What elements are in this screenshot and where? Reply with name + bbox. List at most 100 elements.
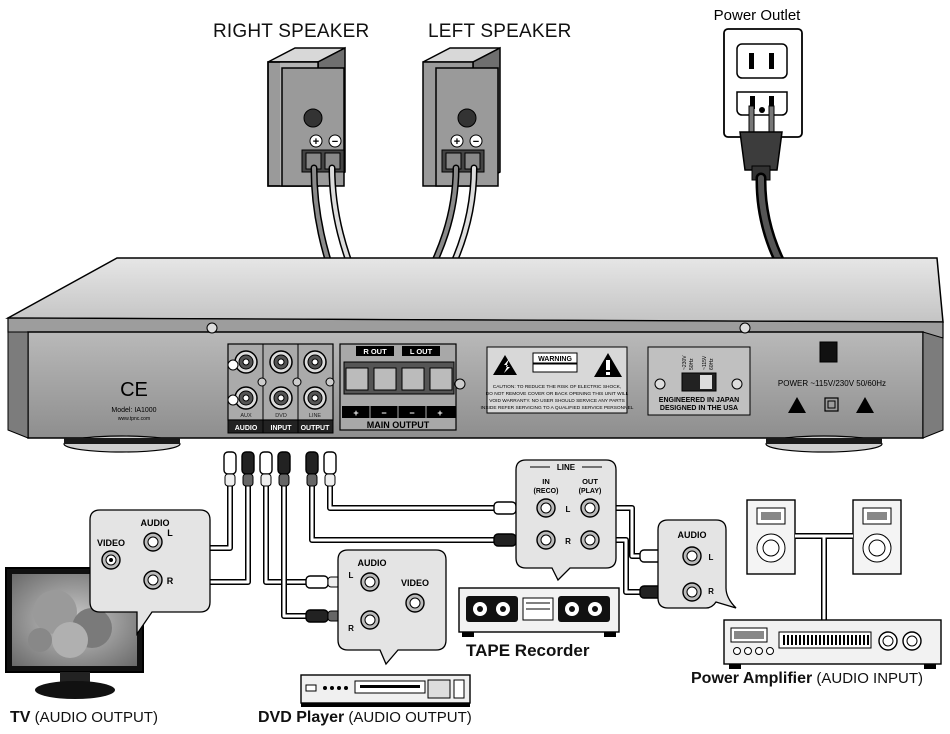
rca-jack-pin: [311, 358, 319, 366]
amp-r-label: R: [708, 587, 714, 596]
power-amplifier: [723, 619, 942, 669]
tv-jacks: [101, 532, 163, 590]
line-jacks: [536, 498, 600, 550]
tv-caption: TV (AUDIO OUTPUT): [10, 709, 158, 727]
tv-caption-rest: (AUDIO OUTPUT): [30, 709, 158, 726]
polarity-label: −: [409, 408, 414, 418]
jack-label-line: LINE: [309, 413, 322, 419]
rca-plug-collar: [306, 473, 318, 487]
left-speaker-back: + −: [435, 67, 499, 187]
amp-meter-bar: [819, 635, 821, 645]
polarity-label: +: [437, 408, 442, 418]
rca-plug: [323, 451, 337, 475]
left-speaker-label: LEFT SPEAKER: [428, 21, 572, 42]
r-out-label: R OUT: [363, 347, 387, 356]
dvd-l-label: L: [349, 571, 354, 580]
rca-cable-core: [310, 455, 520, 542]
caution-line: VOID WARRANTY. NO USER SHOULD SERVICE AN…: [489, 398, 625, 404]
line-l-label: L: [566, 505, 571, 514]
rca-plug: [241, 451, 255, 475]
dvd-r-label: R: [348, 624, 354, 633]
amp-meter-bar: [851, 635, 853, 645]
engineered-label: ENGINEERED IN JAPAN: [659, 397, 739, 404]
rca-cable-core: [328, 455, 520, 510]
amp-meter-bar: [823, 635, 825, 645]
power-inlet: POWER ~115V/230V 50/60Hz: [778, 341, 886, 413]
power-outlet: [723, 28, 803, 138]
amp-meter-bar: [795, 635, 797, 645]
rca-plug-collar: [242, 473, 254, 487]
amp-l-label: L: [709, 553, 714, 562]
line-bubble: [515, 459, 617, 582]
ce-mark: CE: [120, 379, 148, 401]
amp-meter-bar: [855, 635, 857, 645]
caution-line: DO NOT REMOVE COVER OR BACK OPENING THIS…: [486, 391, 629, 397]
right-speaker-label: RIGHT SPEAKER: [213, 21, 370, 42]
line-title: LINE: [557, 463, 576, 472]
voltage-label: 50Hz: [689, 358, 695, 370]
voltage-selector-panel: ~230V 50Hz ~115V 60Hz ENGINEERED IN JAPA…: [647, 346, 751, 416]
group-label-input: INPUT: [271, 425, 293, 432]
dvd-audio-label: AUDIO: [358, 558, 387, 568]
group-label-output: OUTPUT: [301, 425, 331, 432]
rca-jack-pin: [277, 358, 285, 366]
amp-meter-bar: [843, 635, 845, 645]
rca-plug: [493, 533, 517, 547]
rca-plug-collar: [260, 473, 272, 487]
plus-terminal-label: +: [454, 136, 460, 148]
amp-audio-label: AUDIO: [678, 530, 707, 540]
amp-meter-bar: [835, 635, 837, 645]
amp-jacks: [682, 546, 702, 602]
amp-speakers: [746, 499, 902, 620]
polarity-label: +: [353, 408, 358, 418]
rca-cable: [309, 455, 520, 543]
amp-caption: Power Amplifier (AUDIO INPUT): [691, 670, 923, 688]
amp-meter-bar: [859, 635, 861, 645]
amp-meter-bar: [839, 635, 841, 645]
dvd-player: [300, 674, 471, 707]
tape-recorder: [458, 587, 620, 637]
rca-plug-collar: [224, 473, 236, 487]
minus-terminal-label: −: [332, 136, 338, 148]
rca-jack-pin: [242, 358, 250, 366]
amp-meter-bar: [791, 635, 793, 645]
double-insulation-icon: [824, 397, 839, 412]
amp-meter-bar: [867, 635, 869, 645]
rca-plug: [493, 501, 517, 515]
power-outlet-label: Power Outlet: [714, 7, 802, 24]
minus-terminal-label: −: [473, 136, 479, 148]
tv-video-label: VIDEO: [97, 538, 125, 548]
rca-plug: [259, 451, 273, 475]
ce-label-block: CE Model: IA1000 www.tpnc.com: [111, 379, 156, 422]
rca-plug: [277, 451, 291, 475]
amp-meter-bar: [863, 635, 865, 645]
amp-meter-bar: [847, 635, 849, 645]
line-out-sub-label: (PLAY): [579, 488, 602, 495]
dvd-caption: DVD Player (AUDIO OUTPUT): [258, 709, 472, 727]
dvd-video-label: VIDEO: [401, 578, 429, 588]
integrated-amplifier: [5, 257, 944, 453]
designed-label: DESIGNED IN THE USA: [660, 405, 738, 412]
tv-caption-bold: TV: [10, 709, 31, 726]
amp-caption-rest: (AUDIO INPUT): [812, 670, 924, 687]
amp-meter-bar: [831, 635, 833, 645]
main-output-terminals: R OUT L OUT + − − + MAIN OUTPUT: [339, 343, 466, 431]
dvd-jacks: [360, 572, 425, 630]
tape-caption: TAPE Recorder: [466, 641, 590, 660]
plus-terminal-label: +: [313, 136, 319, 148]
rca-jack-panel: AUX DVD LINE AUDIO INPUT OUTPUT: [227, 343, 335, 434]
rca-plug-collar: [278, 473, 290, 487]
rca-cable: [327, 455, 520, 511]
voltage-label: ~115V: [702, 355, 708, 370]
rca-plug: [305, 451, 319, 475]
main-output-label: MAIN OUTPUT: [367, 420, 430, 430]
voltage-label: 60Hz: [709, 358, 715, 370]
tv-l-label: L: [167, 528, 173, 538]
amp-caption-bold: Power Amplifier: [691, 670, 813, 687]
caution-line: CAUTION: TO REDUCE THE RISK OF ELECTRIC …: [493, 384, 621, 390]
voltage-label: ~230V: [682, 355, 688, 370]
model-label: Model: IA1000: [111, 407, 156, 414]
amp-meter-bar: [827, 635, 829, 645]
warning-title: WARNING: [538, 356, 572, 363]
